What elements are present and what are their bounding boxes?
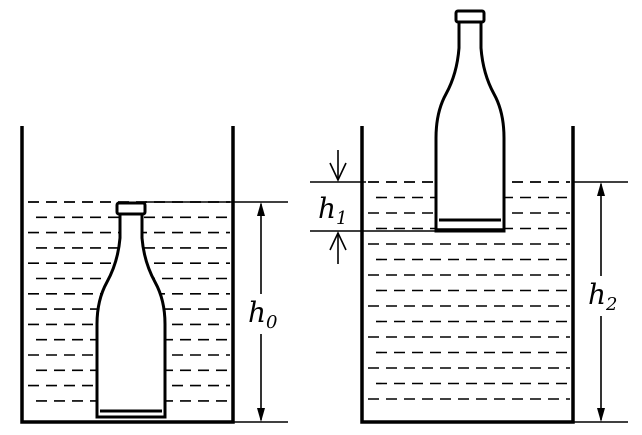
h1-upper-arrow-head — [329, 162, 347, 182]
right-bottle — [434, 9, 506, 233]
left-container — [20, 126, 235, 424]
right-container — [360, 126, 575, 424]
h0-arrow-head-top — [257, 202, 265, 216]
h2-arrow-head-bottom — [597, 408, 605, 422]
h2-label: h2 — [588, 278, 618, 315]
left-bottle — [95, 201, 167, 419]
h0-arrow-head-bottom — [257, 408, 265, 422]
right-bottle-cap — [454, 9, 486, 24]
h0-label-bg — [246, 294, 280, 334]
right-bottle-outline — [434, 20, 506, 233]
left-container-assembly: h0 — [20, 126, 288, 424]
h2-dimension: h2 — [573, 181, 628, 423]
left-bottle-cap — [115, 201, 147, 216]
h1-lower-arrow-head — [329, 231, 347, 251]
h0-dimension: h0 — [145, 201, 288, 423]
h0-label: h0 — [248, 296, 278, 333]
h1-label: h1 — [318, 192, 348, 229]
left-bottle-outline — [95, 212, 167, 419]
h1-dimension: h1 — [310, 150, 436, 264]
right-container-assembly: h1 h2 — [310, 9, 628, 424]
h2-label-bg — [586, 276, 620, 316]
h2-arrow-head-top — [597, 182, 605, 196]
